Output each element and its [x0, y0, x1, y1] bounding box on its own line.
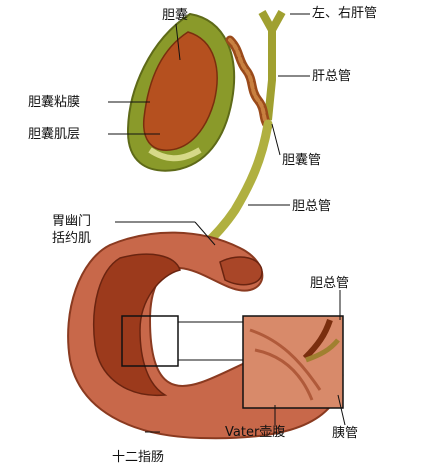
gallbladder-organ: [128, 14, 234, 171]
label-common-bile-duct: 胆总管: [292, 199, 331, 214]
label-vater-ampulla: Vater壶腹: [225, 425, 285, 440]
label-muscle-layer: 胆囊肌层: [28, 127, 80, 142]
label-pyloric-1: 胃幽门: [52, 214, 91, 229]
label-common-hepatic-duct: 肝总管: [312, 69, 351, 84]
label-pancreatic-duct: 胰管: [332, 426, 358, 441]
label-inset-common-bile-duct: 胆总管: [310, 276, 349, 291]
label-hepatic-ducts: 左、右肝管: [312, 6, 377, 21]
label-duodenum: 十二指肠: [112, 450, 164, 465]
label-cystic-duct: 胆囊管: [282, 153, 321, 168]
cystic-duct: [230, 40, 268, 126]
label-gallbladder: 胆囊: [162, 8, 188, 23]
label-pyloric-2: 括约肌: [52, 231, 91, 246]
label-mucosa: 胆囊粘膜: [28, 95, 80, 110]
